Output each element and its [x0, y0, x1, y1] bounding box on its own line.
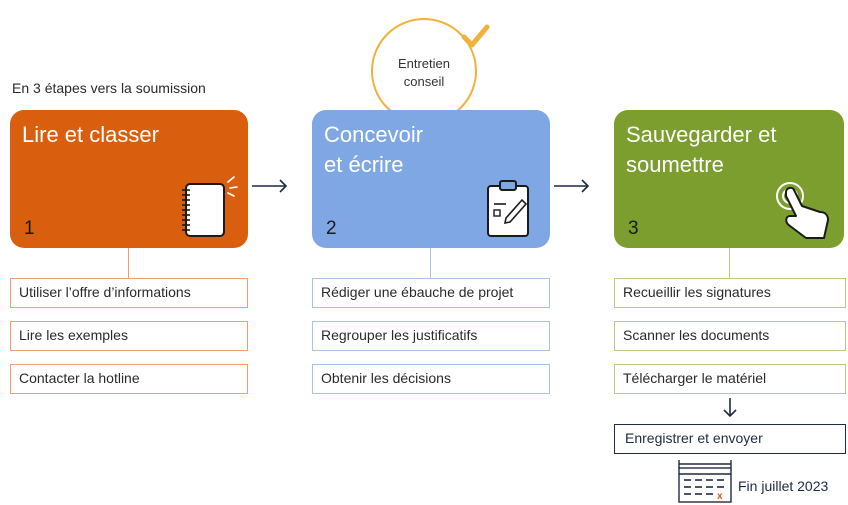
- task-item: Utiliser l’offre d’informations: [10, 278, 248, 308]
- arrow-right-icon: [252, 179, 288, 193]
- step-title: Lire et classer: [22, 122, 159, 147]
- intro-text: En 3 étapes vers la soumission: [12, 80, 206, 96]
- calendar-icon: x: [678, 460, 732, 503]
- svg-text:x: x: [717, 491, 723, 502]
- task-item: Regrouper les justificatifs: [312, 321, 550, 351]
- step-number: 1: [24, 218, 35, 239]
- step-number: 3: [628, 218, 639, 239]
- task-item: Télécharger le matériel: [614, 364, 846, 394]
- checkmark-icon: [461, 24, 490, 48]
- task-item: Recueillir les signatures: [614, 278, 846, 308]
- step-save-submit: Sauvegarder et soumettre 3: [614, 110, 844, 248]
- step-design-write: Concevoir et écrire 2: [312, 110, 550, 248]
- advice-label: Entretien conseil: [397, 56, 451, 89]
- touch-hand-icon: [776, 182, 829, 239]
- task-item: Obtenir les décisions: [312, 364, 550, 394]
- clipboard-pen-icon: [487, 180, 529, 237]
- task-item: Rédiger une ébauche de projet: [312, 278, 550, 308]
- notebook-icon: [182, 176, 238, 237]
- final-action-box: Enregistrer et envoyer: [614, 424, 846, 454]
- arrow-down-icon: [723, 398, 737, 418]
- task-item: Lire les exemples: [10, 321, 248, 351]
- connector-line: [729, 248, 730, 278]
- connector-line: [430, 248, 431, 278]
- connector-line: [128, 248, 129, 278]
- deadline-text: Fin juillet 2023: [738, 478, 829, 494]
- step-read-classify: Lire et classer 1: [10, 110, 248, 248]
- advice-bubble: [371, 18, 477, 124]
- step-title: Concevoir et écrire: [324, 122, 424, 177]
- arrow-right-icon: [554, 179, 590, 193]
- step-number: 2: [326, 218, 337, 239]
- task-item: Contacter la hotline: [10, 364, 248, 394]
- task-item: Scanner les documents: [614, 321, 846, 351]
- step-title: Sauvegarder et soumettre: [626, 122, 777, 177]
